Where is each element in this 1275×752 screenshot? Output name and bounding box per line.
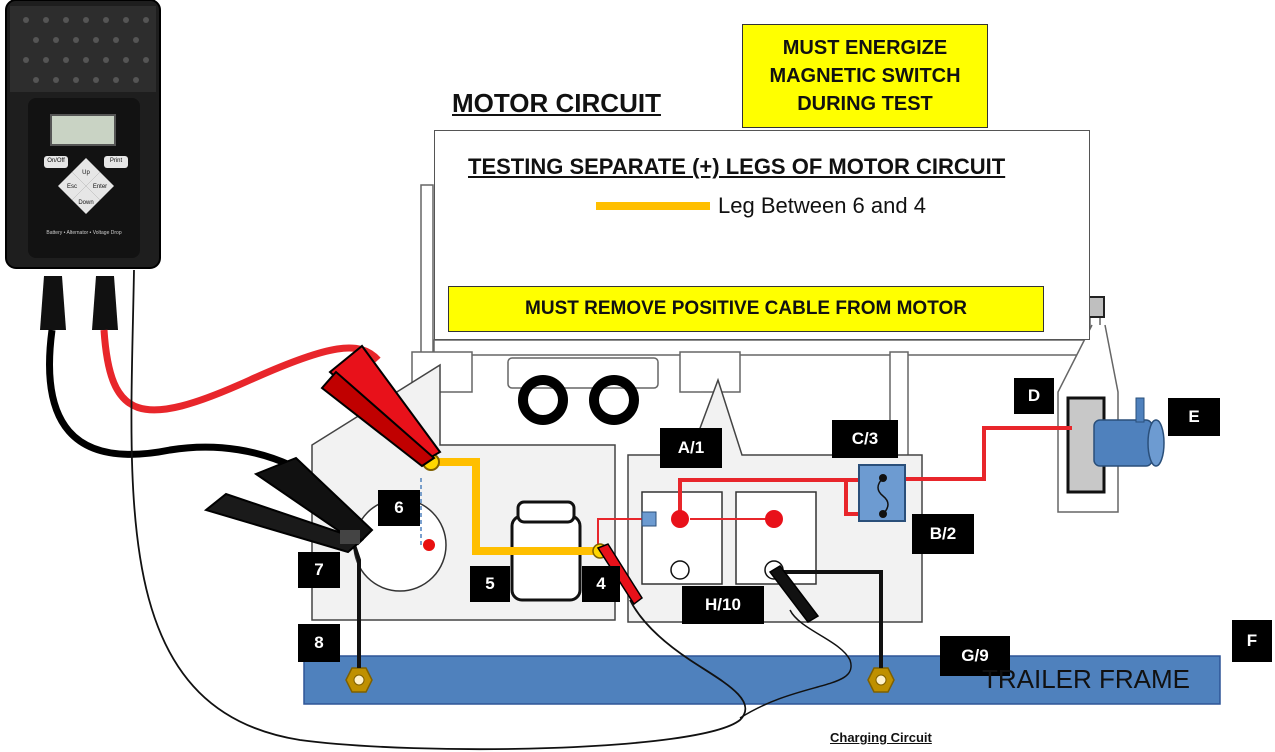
red-clamp [320, 344, 442, 468]
tag-c3: C/3 [832, 420, 898, 458]
tester-onoff-button: On/Off [47, 158, 65, 164]
frame-bolt-right [867, 667, 895, 693]
tester-caption: Battery • Alternator • Voltage Drop [46, 230, 122, 236]
charging-lead [130, 269, 747, 751]
red-cable [100, 329, 381, 414]
small-black-clip [768, 565, 820, 623]
charging-lead-2 [739, 609, 852, 719]
frame-bolt-left [345, 667, 373, 693]
highlighted-leg [434, 458, 600, 555]
charging-circuit-label: Charging Circuit [830, 730, 932, 745]
fuse-block [858, 464, 906, 522]
tester-down-button: Down [78, 200, 94, 206]
tester-display [50, 114, 116, 146]
tester-esc-button: Esc [66, 184, 77, 190]
ground-wires [352, 544, 883, 668]
diagram-title: MOTOR CIRCUIT [452, 88, 661, 118]
thin-red-wires [597, 518, 774, 548]
black-cable [46, 329, 294, 470]
motor-assembly [1057, 296, 1165, 513]
tag-8: 8 [298, 624, 340, 662]
tester-print-button: Print [109, 158, 123, 164]
tag-e: E [1168, 398, 1220, 436]
tag-4: 4 [582, 566, 620, 602]
trailer-frame [303, 655, 1221, 705]
tag-5: 5 [470, 566, 510, 602]
black-clamp [203, 456, 374, 554]
tester-up-button: Up [82, 170, 90, 176]
tester-keypad [44, 156, 128, 214]
panel-subtitle: TESTING SEPARATE (+) LEGS OF MOTOR CIRCU… [468, 154, 1006, 179]
legend: Leg Between 6 and 4 [596, 193, 926, 219]
tag-g9: G/9 [940, 636, 1010, 676]
legend-swatch [596, 202, 710, 210]
small-red-clip [596, 543, 644, 606]
tag-7: 7 [298, 552, 340, 588]
tag-6: 6 [378, 490, 420, 526]
tire-icons [518, 375, 639, 425]
tag-b2: B/2 [912, 514, 974, 554]
legend-label: Leg Between 6 and 4 [718, 193, 926, 218]
tester-enter-button: Enter [92, 184, 108, 190]
tag-f: F [1232, 620, 1272, 662]
remove-cable-note: MUST REMOVE POSITIVE CABLE FROM MOTOR [448, 286, 1044, 332]
tag-a1: A/1 [660, 428, 722, 468]
energize-note: MUST ENERGIZE MAGNETIC SWITCH DURING TES… [742, 24, 988, 128]
tester-grille [23, 17, 149, 83]
tag-h10: H/10 [682, 586, 764, 624]
trailer-frame-label: TRAILER FRAME [982, 664, 1191, 694]
tag-d: D [1014, 378, 1054, 414]
